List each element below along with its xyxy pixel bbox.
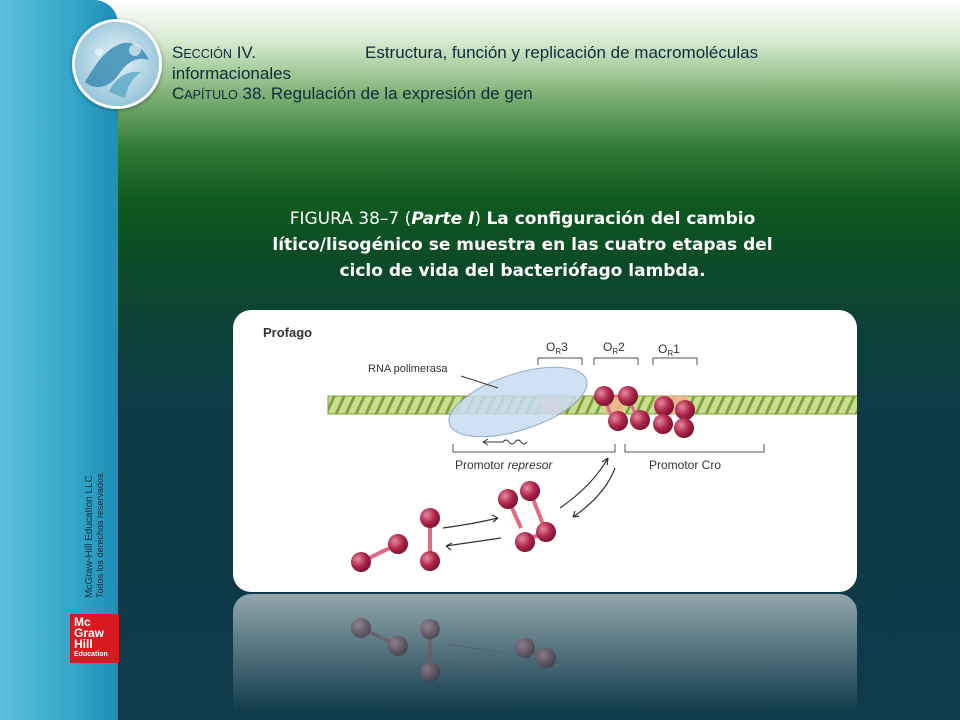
figure-part-label: Parte I	[411, 209, 475, 229]
repressor-monomer-2	[388, 534, 408, 554]
repressor-free-2	[520, 481, 540, 501]
repressor-dimer-2	[420, 551, 440, 571]
operator-bracket-or3	[537, 357, 583, 365]
operator-bracket-or2	[593, 357, 639, 365]
transcript-arrow	[482, 438, 528, 446]
rna-polymerase	[448, 366, 588, 438]
logo-line-4: Education	[74, 651, 108, 658]
chapter-title: Regulación de la expresión de gen	[270, 84, 533, 103]
repressor-bound-6	[675, 400, 695, 420]
repressor-free-1	[498, 489, 518, 509]
repressor-free-3	[536, 522, 556, 542]
copyright-line-1: McGraw-Hill Education LLC	[84, 475, 95, 598]
lambda-switch-diagram: Profago OR3 OR2 OR1 RNA polimerasa	[263, 325, 857, 572]
repressor-bound-3	[608, 411, 628, 431]
operator-bracket-or1	[652, 357, 698, 365]
repressor-monomers	[351, 534, 408, 572]
operator-label-or2: OR2	[603, 340, 625, 356]
repressor-bound-2	[618, 386, 638, 406]
operator-label-or1: OR1	[658, 342, 680, 358]
reflection-ball-5	[515, 638, 535, 658]
section-title-continuation: informacionales	[172, 64, 292, 83]
reflection-ball-1	[351, 618, 371, 638]
reflection-ball-6	[536, 648, 556, 668]
chapter-prefix-big: C	[172, 84, 185, 103]
promotor-represor-label: Promotor represor	[455, 458, 553, 472]
logo-line-2: Graw	[74, 626, 105, 640]
logo-line-3: Hill	[74, 637, 93, 651]
figure-label: FIGURA 38–7 (	[289, 209, 412, 229]
section-prefix-big: S	[172, 43, 184, 62]
chapter-number: 38.	[242, 84, 267, 103]
equilibrium-arrows-upper	[559, 457, 616, 518]
rna-polymerase-pointer	[460, 375, 499, 389]
mcgraw-hill-logo: Mc Graw Hill Education	[70, 614, 119, 663]
repressor-bound-5	[654, 396, 674, 416]
slide-header: SECCIÓN IV. Estructura, función y replic…	[172, 43, 932, 105]
figure-panel: Profago OR3 OR2 OR1 RNA polimerasa	[233, 310, 857, 592]
logo-line-1: Mc	[74, 615, 91, 629]
reflection-ball-3	[420, 619, 440, 639]
section-prefix-small: ECCIÓN	[183, 47, 232, 61]
copyright-line-2: Todos los derechos reservados.	[95, 470, 105, 598]
left-sidebar	[0, 0, 118, 720]
diagram-title: Profago	[263, 325, 312, 340]
figure-reflection	[233, 594, 857, 720]
repressor-dimer-1	[420, 508, 440, 528]
chapter-prefix-small: APÍTULO	[184, 88, 238, 102]
section-title: Estructura, función y replicación de mac…	[365, 43, 759, 62]
rna-polymerase-label: RNA polimerasa	[368, 363, 448, 375]
reflection-shapes	[351, 618, 556, 682]
repressor-bound-8	[674, 418, 694, 438]
book-cover-image	[72, 19, 162, 109]
dna-strand	[327, 395, 857, 415]
promotor-cro-label: Promotor Cro	[649, 458, 721, 472]
section-number: IV.	[236, 43, 256, 62]
copyright-notice: McGraw-Hill Education LLC Todos los dere…	[84, 438, 106, 598]
repressor-dimer	[420, 508, 440, 571]
reflection-ball-4	[420, 662, 440, 682]
repressor-bound-4	[630, 410, 650, 430]
figure-part-close: )	[474, 209, 482, 229]
repressor-free-4	[515, 532, 535, 552]
promotor-cro-bracket	[624, 444, 765, 453]
repressor-bound-7	[653, 414, 673, 434]
repressor-monomer-1	[351, 552, 371, 572]
figure-caption-text: La configuración del cambio lítico/lisog…	[272, 209, 773, 281]
operator-label-or3: OR3	[546, 340, 568, 356]
free-repressor-tetramer	[498, 481, 556, 552]
repressor-bound-1	[594, 386, 614, 406]
equilibrium-arrows-lower	[442, 514, 502, 551]
figure-caption: FIGURA 38–7 (Parte I) La configuración d…	[250, 206, 795, 284]
bound-repressor-dimers	[594, 386, 695, 438]
reflection-ball-2	[388, 636, 408, 656]
promotor-represor-bracket	[452, 444, 616, 453]
